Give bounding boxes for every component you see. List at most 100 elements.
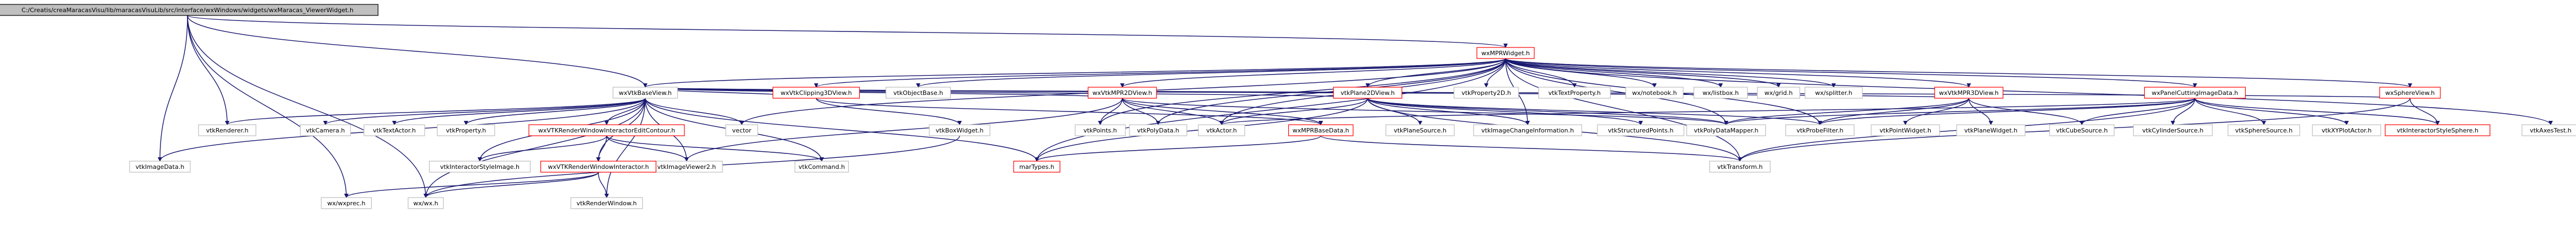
node-vtkStructuredPoints[interactable]: vtkStructuredPoints.h bbox=[1597, 124, 1685, 136]
node-label-vtkTextProperty: vtkTextProperty.h bbox=[1549, 89, 1601, 97]
node-wxwxprec[interactable]: wx/wxprec.h bbox=[320, 197, 372, 209]
node-vtkPlane2DView[interactable]: vtkPlane2DView.h bbox=[1333, 87, 1402, 99]
node-label-vtkTransform: vtkTransform.h bbox=[1717, 163, 1763, 171]
node-label-vtkAxesTest: vtkAxesTest.h bbox=[2530, 127, 2572, 134]
node-vtkPolyDataMapper[interactable]: vtkPolyDataMapper.h bbox=[1686, 124, 1766, 136]
node-label-vtkPoints: vtkPoints.h bbox=[1084, 127, 1117, 134]
edge-wxVtkBaseView-to-vtkProperty bbox=[464, 98, 646, 125]
node-vtkAxesTest[interactable]: vtkAxesTest.h bbox=[2521, 124, 2576, 136]
edge-wxVTKRenderWindowInteractor-to-vtkRenderWindow bbox=[598, 172, 609, 198]
node-box-wxPanelCuttingImageData bbox=[2144, 87, 2246, 99]
node-wxVtkBaseView[interactable]: wxVtkBaseView.h bbox=[612, 87, 678, 99]
node-vtkXYPlotActor[interactable]: vtkXYPlotActor.h bbox=[2312, 124, 2381, 136]
node-label-wxMPRBaseData: wxMPRBaseData.h bbox=[1293, 127, 1349, 134]
node-wxgrid[interactable]: wx/grid.h bbox=[1756, 87, 1801, 99]
node-vtkImageChangeInformation[interactable]: vtkImageChangeInformation.h bbox=[1473, 124, 1582, 136]
edge-wxVTKRenderWindowInteractorEditContour-to-wxVTKRenderWindowInteractor bbox=[596, 135, 607, 162]
node-wxsplitter[interactable]: wx/splitter.h bbox=[1804, 87, 1863, 99]
node-vtkPolyData[interactable]: vtkPolyData.h bbox=[1129, 124, 1187, 136]
node-vtkProbeFilter[interactable]: vtkProbeFilter.h bbox=[1785, 124, 1855, 136]
node-vtkTransform[interactable]: vtkTransform.h bbox=[1709, 161, 1771, 173]
node-wxlistbox[interactable]: wx/listbox.h bbox=[1693, 87, 1748, 99]
node-box-marTypes bbox=[1013, 161, 1061, 173]
node-box-wxwxprec bbox=[320, 197, 372, 209]
edge-wxMPRWidget-to-vtkObjectBase bbox=[916, 58, 1506, 88]
edge-wxPanelCuttingImageData-to-vtkCylinderSource bbox=[2171, 98, 2195, 125]
node-box-wxVTKRenderWindowInteractor bbox=[540, 161, 657, 173]
node-vtkProperty2D[interactable]: vtkProperty2D.h bbox=[1453, 87, 1519, 99]
edge-wxVtkBaseView-to-vtkCamera bbox=[323, 98, 646, 125]
node-box-vtkActor bbox=[1198, 124, 1245, 136]
node-box-vtkRenderer bbox=[198, 124, 256, 136]
node-wxVtkMPR2DView[interactable]: wxVtkMPR2DView.h bbox=[1088, 87, 1157, 99]
node-label-vtkPlaneSource: vtkPlaneSource.h bbox=[1394, 127, 1447, 134]
node-label-vtkCubeSource: vtkCubeSource.h bbox=[2056, 127, 2108, 134]
node-wxMPRBaseData[interactable]: wxMPRBaseData.h bbox=[1288, 124, 1354, 136]
node-vtkPoints[interactable]: vtkPoints.h bbox=[1074, 124, 1126, 136]
node-vtkImageViewer2[interactable]: vtkImageViewer2.h bbox=[650, 161, 723, 173]
node-label-wxVtkMPR2DView: wxVtkMPR2DView.h bbox=[1092, 89, 1152, 97]
edge-wxVTKRenderWindowInteractorEditContour-to-vtkInteractorStyleImage bbox=[478, 135, 607, 162]
node-vtkCylinderSource[interactable]: vtkCylinderSource.h bbox=[2133, 124, 2213, 136]
node-vtkPlaneSource[interactable]: vtkPlaneSource.h bbox=[1385, 124, 1455, 136]
node-label-vector: vector bbox=[732, 127, 752, 134]
node-wxMPRWidget[interactable]: wxMPRWidget.h bbox=[1476, 47, 1535, 59]
edge-wxVtkMPR2DView-to-vtkImageViewer2 bbox=[684, 98, 1123, 162]
node-wxVTKRenderWindowInteractorEditContour[interactable]: wxVTKRenderWindowInteractorEditContour.h bbox=[528, 124, 685, 136]
node-vector[interactable]: vector bbox=[725, 124, 758, 136]
edge-vtkPlane2DView-to-vtkProbeFilter bbox=[1367, 98, 1822, 125]
node-wxwx[interactable]: wx/wx.h bbox=[408, 197, 444, 209]
node-label-vtkRenderer: vtkRenderer.h bbox=[206, 127, 249, 134]
node-wxVtkMPR3DView[interactable]: wxVtkMPR3DView.h bbox=[1934, 87, 2004, 99]
node-vtkTextActor[interactable]: vtkTextActor.h bbox=[363, 124, 425, 136]
node-box-vtkSphereSource bbox=[2227, 124, 2300, 136]
node-box-vtkTextProperty bbox=[1538, 87, 1611, 99]
node-vtkRenderer[interactable]: vtkRenderer.h bbox=[198, 124, 256, 136]
node-box-wxwx bbox=[408, 197, 444, 209]
node-box-wxVtkClipping3DView bbox=[772, 87, 860, 99]
node-marTypes[interactable]: marTypes.h bbox=[1013, 161, 1061, 173]
node-vtkTextProperty[interactable]: vtkTextProperty.h bbox=[1538, 87, 1611, 99]
node-label-vtkProperty: vtkProperty.h bbox=[446, 127, 486, 134]
node-vtkPlaneWidget[interactable]: vtkPlaneWidget.h bbox=[1956, 124, 2026, 136]
node-vtkPointWidget[interactable]: vtkPointWidget.h bbox=[1871, 124, 1940, 136]
edge-root-to-wxwxprec bbox=[187, 15, 349, 198]
node-label-vtkCylinderSource: vtkCylinderSource.h bbox=[2143, 127, 2204, 134]
node-vtkRenderWindow[interactable]: vtkRenderWindow.h bbox=[570, 197, 643, 209]
node-box-wxsplitter bbox=[1804, 87, 1863, 99]
node-vtkBoxWidget[interactable]: vtkBoxWidget.h bbox=[929, 124, 990, 136]
node-wxPanelCuttingImageData[interactable]: wxPanelCuttingImageData.h bbox=[2144, 87, 2246, 99]
node-wxSphereView[interactable]: wxSphereView.h bbox=[2379, 87, 2441, 99]
node-vtkCommand[interactable]: vtkCommand.h bbox=[794, 161, 849, 173]
node-label-wxnotebook: wx/notebook.h bbox=[1632, 89, 1677, 97]
node-vtkCamera[interactable]: vtkCamera.h bbox=[299, 124, 351, 136]
edge-wxVtkMPR2DView-to-vtkPolyData bbox=[1122, 98, 1160, 125]
node-label-vtkImageData: vtkImageData.h bbox=[136, 163, 184, 171]
edge-wxMPRWidget-to-wxVtkBaseView bbox=[643, 58, 1506, 88]
edge-wxMPRBaseData-to-marTypes bbox=[1035, 135, 1321, 162]
node-label-vtkPointWidget: vtkPointWidget.h bbox=[1879, 127, 1931, 134]
node-wxVTKRenderWindowInteractor[interactable]: wxVTKRenderWindowInteractor.h bbox=[540, 161, 657, 173]
node-vtkProperty[interactable]: vtkProperty.h bbox=[437, 124, 495, 136]
edge-wxVtkBaseView-to-marTypes bbox=[645, 98, 1039, 162]
node-label-vtkPolyDataMapper: vtkPolyDataMapper.h bbox=[1694, 127, 1759, 134]
node-vtkCubeSource[interactable]: vtkCubeSource.h bbox=[2049, 124, 2115, 136]
node-label-wxsplitter: wx/splitter.h bbox=[1815, 89, 1852, 97]
node-vtkImageData[interactable]: vtkImageData.h bbox=[129, 161, 191, 173]
node-box-vtkXYPlotActor bbox=[2312, 124, 2381, 136]
node-box-vtkCamera bbox=[299, 124, 351, 136]
node-wxnotebook[interactable]: wx/notebook.h bbox=[1625, 87, 1684, 99]
node-wxVtkClipping3DView[interactable]: wxVtkClipping3DView.h bbox=[772, 87, 860, 99]
edge-wxSphereView-to-vtkInteractorStyleSphere bbox=[2409, 98, 2440, 125]
node-vtkInteractorStyleImage[interactable]: vtkInteractorStyleImage.h bbox=[429, 161, 531, 173]
node-vtkSphereSource[interactable]: vtkSphereSource.h bbox=[2227, 124, 2300, 136]
node-vtkActor[interactable]: vtkActor.h bbox=[1198, 124, 1245, 136]
node-vtkInteractorStyleSphere[interactable]: vtkInteractorStyleSphere.h bbox=[2385, 124, 2491, 136]
node-root[interactable]: C:/Creatis/creaMaracasVisu/lib/maracasVi… bbox=[0, 4, 379, 16]
node-label-vtkPolyData: vtkPolyData.h bbox=[1137, 127, 1179, 134]
edge-wxVtkMPR3DView-to-vtkCubeSource bbox=[1968, 98, 2084, 125]
edge-root-to-wxwx bbox=[187, 15, 428, 198]
node-vtkObjectBase[interactable]: vtkObjectBase.h bbox=[885, 87, 951, 99]
edge-wxVtkMPR2DView-to-vtkPoints bbox=[1098, 98, 1123, 125]
node-label-wxlistbox: wx/listbox.h bbox=[1702, 89, 1739, 97]
